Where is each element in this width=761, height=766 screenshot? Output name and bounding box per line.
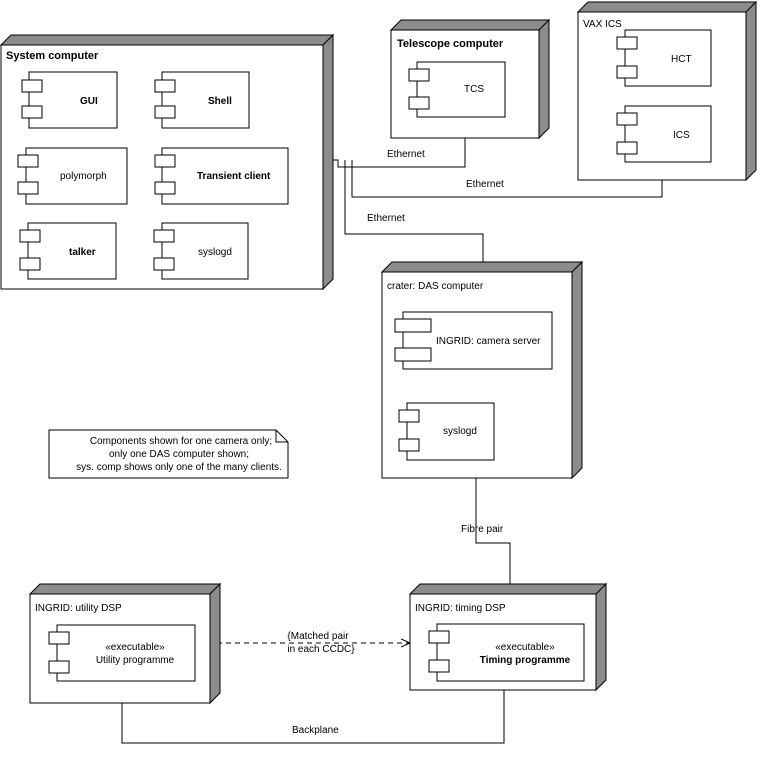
component-label: GUI — [80, 96, 98, 107]
component-tcs: TCS — [408, 61, 506, 118]
backplane-label: Backplane — [292, 725, 339, 736]
component-hct: HCT — [616, 29, 712, 87]
component-syslogd-system: syslogd — [153, 222, 249, 280]
component-label: ICS — [673, 130, 690, 141]
component-label: TCS — [464, 84, 484, 95]
component-camera-server: INGRID: camera server — [394, 311, 553, 370]
utility-stereotype: «executable» — [105, 642, 165, 653]
matched-pair-label-2: in each CCDC} — [287, 644, 355, 655]
note-line-2: only one DAS computer shown; — [109, 449, 249, 460]
utility-programme-label: Utility programme — [96, 655, 175, 666]
component-label: Transient client — [197, 171, 271, 182]
system-computer-title: System computer — [6, 50, 99, 62]
component-utility-programme: «executable» Utility programme — [48, 624, 196, 682]
component-label: syslogd — [443, 426, 477, 437]
component-polymorph: polymorph — [17, 147, 128, 205]
ethernet-label-vax: Ethernet — [466, 179, 504, 190]
ethernet-label-telescope: Ethernet — [387, 149, 425, 160]
ethernet-link-telescope — [328, 138, 466, 168]
das-computer-title: crater: DAS computer — [387, 281, 484, 292]
component-label: talker — [69, 247, 96, 258]
component-syslogd-das: syslogd — [398, 402, 495, 461]
component-label: Shell — [208, 96, 232, 107]
component-talker: talker — [19, 222, 117, 280]
note-line-1: Components shown for one camera only; — [90, 436, 272, 447]
timing-programme-label: Timing programme — [480, 655, 571, 666]
component-label: polymorph — [60, 171, 107, 182]
component-transient-client: Transient client — [154, 147, 289, 205]
matched-pair-label-1: {Matched pair — [287, 631, 349, 642]
fibre-pair-label: Fibre pair — [461, 524, 504, 535]
component-label: INGRID: camera server — [436, 336, 541, 347]
note-line-3: sys. comp shows only one of the many cli… — [76, 462, 282, 473]
telescope-computer-title: Telescope computer — [397, 38, 504, 50]
component-label: HCT — [671, 54, 692, 65]
fibre-pair-link — [475, 478, 511, 584]
component-label: syslogd — [198, 247, 232, 258]
component-gui: GUI — [21, 71, 118, 129]
backplane-link — [121, 690, 505, 744]
utility-dsp-title: INGRID: utility DSP — [35, 603, 122, 614]
vax-ics-title: VAX ICS — [583, 19, 622, 30]
note: Components shown for one camera only; on… — [48, 429, 289, 479]
component-shell: Shell — [154, 71, 250, 129]
ethernet-link-das — [344, 160, 484, 268]
ethernet-link-vax — [351, 160, 663, 198]
component-timing-programme: «executable» Timing programme — [428, 623, 585, 682]
component-ics: ICS — [616, 105, 712, 163]
timing-dsp-title: INGRID: timing DSP — [415, 603, 506, 614]
ethernet-label-das: Ethernet — [367, 213, 405, 224]
timing-stereotype: «executable» — [495, 642, 555, 653]
